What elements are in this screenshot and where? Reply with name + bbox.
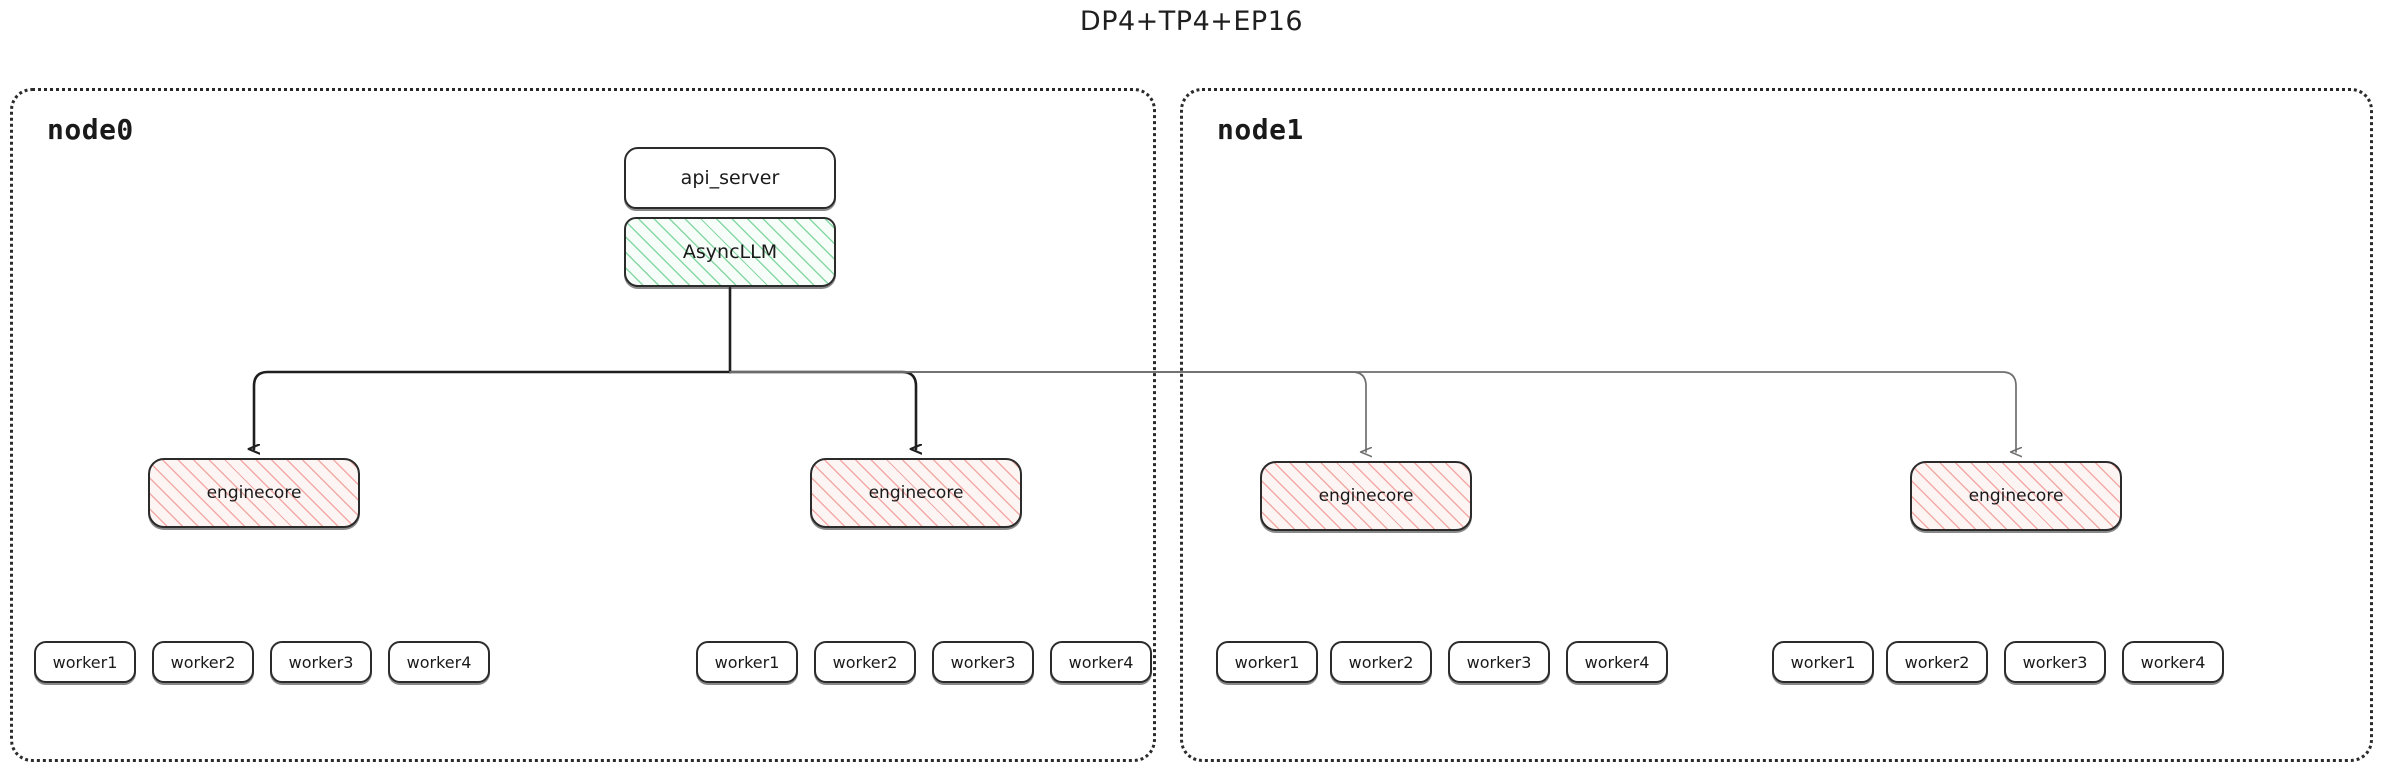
worker-box[interactable]: worker2 [814, 641, 916, 683]
enginecore-box[interactable]: enginecore [1260, 461, 1472, 531]
worker-box[interactable]: worker4 [1566, 641, 1668, 683]
worker-label: worker1 [714, 652, 780, 672]
api-server-label: api_server [680, 167, 780, 189]
worker-box[interactable]: worker1 [1772, 641, 1874, 683]
api-server-box[interactable]: api_server [624, 147, 836, 209]
worker-label: worker3 [1466, 652, 1532, 672]
node0-label: node0 [47, 113, 134, 146]
worker-box[interactable]: worker2 [1886, 641, 1988, 683]
worker-box[interactable]: worker4 [388, 641, 490, 683]
worker-box[interactable]: worker2 [1330, 641, 1432, 683]
enginecore-label: enginecore [1968, 486, 2064, 506]
worker-box[interactable]: worker3 [1448, 641, 1550, 683]
worker-box[interactable]: worker3 [2004, 641, 2106, 683]
worker-label: worker2 [170, 652, 236, 672]
worker-label: worker3 [950, 652, 1016, 672]
worker-box[interactable]: worker4 [2122, 641, 2224, 683]
worker-label: worker2 [1348, 652, 1414, 672]
enginecore-box[interactable]: enginecore [148, 458, 360, 528]
worker-label: worker1 [1790, 652, 1856, 672]
worker-label: worker2 [832, 652, 898, 672]
worker-label: worker2 [1904, 652, 1970, 672]
worker-label: worker4 [1584, 652, 1650, 672]
worker-box[interactable]: worker1 [1216, 641, 1318, 683]
enginecore-box[interactable]: enginecore [1910, 461, 2122, 531]
worker-box[interactable]: worker3 [932, 641, 1034, 683]
worker-label: worker4 [2140, 652, 2206, 672]
async-llm-label: AsyncLLM [682, 241, 778, 263]
page-title: DP4+TP4+EP16 [1079, 6, 1304, 37]
enginecore-label: enginecore [868, 483, 964, 503]
node1-label: node1 [1217, 113, 1304, 146]
worker-label: worker1 [1234, 652, 1300, 672]
worker-label: worker4 [406, 652, 472, 672]
enginecore-box[interactable]: enginecore [810, 458, 1022, 528]
worker-box[interactable]: worker1 [696, 641, 798, 683]
worker-box[interactable]: worker2 [152, 641, 254, 683]
async-llm-box[interactable]: AsyncLLM [624, 217, 836, 287]
worker-label: worker1 [52, 652, 118, 672]
enginecore-label: enginecore [1318, 486, 1414, 506]
worker-label: worker4 [1068, 652, 1134, 672]
worker-box[interactable]: worker1 [34, 641, 136, 683]
worker-box[interactable]: worker4 [1050, 641, 1152, 683]
worker-label: worker3 [2022, 652, 2088, 672]
worker-box[interactable]: worker3 [270, 641, 372, 683]
worker-label: worker3 [288, 652, 354, 672]
enginecore-label: enginecore [206, 483, 302, 503]
